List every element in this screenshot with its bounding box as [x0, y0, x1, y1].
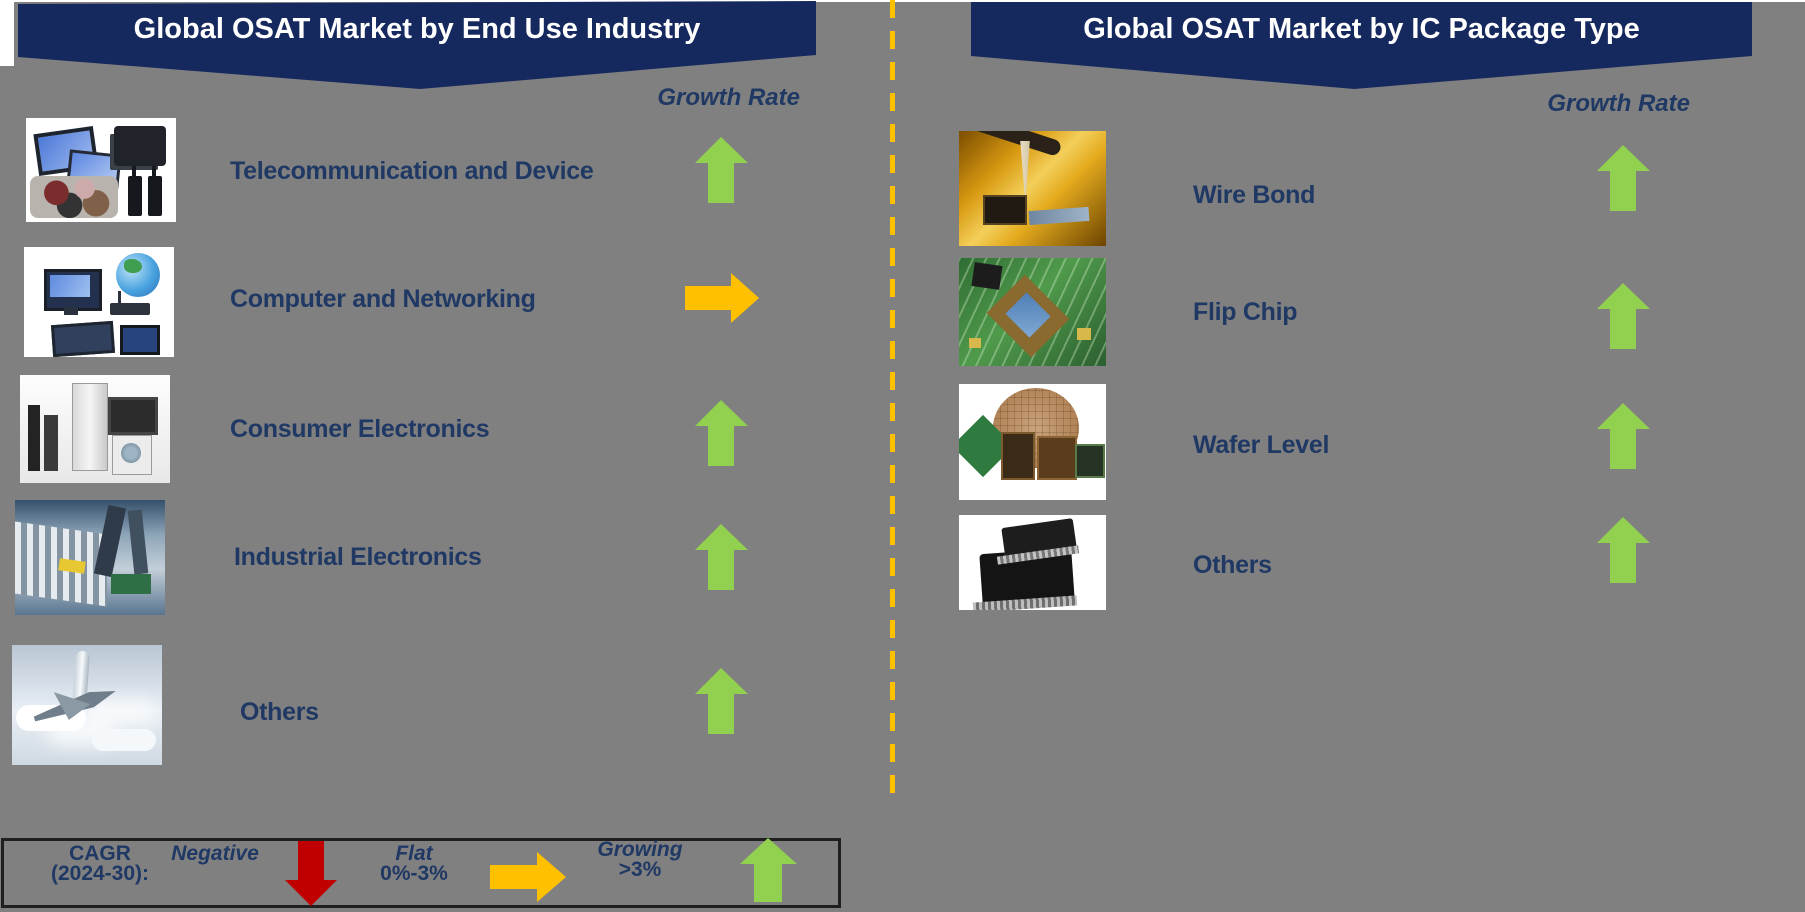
telecom-devices-photo	[26, 118, 176, 222]
aircraft-photo	[12, 645, 162, 765]
right-banner-ribbon	[971, 2, 1752, 89]
wafer-level-photo	[959, 384, 1106, 500]
negative-down-arrow	[285, 841, 337, 906]
legend-cagr-title: CAGR (2024-30):	[20, 842, 180, 885]
growth-up-arrow	[1597, 403, 1650, 469]
growth-up-arrow	[1597, 145, 1650, 211]
left-banner-ribbon	[18, 1, 816, 89]
row-label-consumer: Consumer Electronics	[230, 415, 490, 443]
legend-negative-label: Negative	[171, 842, 259, 865]
growing-up-arrow	[740, 838, 797, 902]
flip-chip-photo	[959, 258, 1106, 366]
row-label-industrial: Industrial Electronics	[234, 543, 482, 571]
cagr-legend-box	[1, 838, 841, 908]
row-label-others-right: Others	[1193, 551, 1272, 579]
legend-growing-item: Growing >3%	[565, 838, 715, 881]
row-label-wire-bond: Wire Bond	[1193, 181, 1316, 209]
growth-flat-arrow	[685, 273, 759, 323]
flat-right-arrow	[490, 852, 566, 902]
growth-up-arrow	[1597, 517, 1650, 583]
right-panel-title: Global OSAT Market by IC Package Type	[1083, 12, 1640, 45]
page-top-edge	[0, 0, 1805, 2]
wire-bond-photo	[959, 131, 1106, 246]
row-label-wafer-level: Wafer Level	[1193, 431, 1330, 459]
growth-up-arrow	[695, 137, 748, 203]
legend-cagr-line2: (2024-30):	[50, 862, 150, 885]
industrial-electronics-photo	[15, 500, 165, 615]
page-topleft-corner	[0, 0, 14, 66]
ic-package-photo	[959, 515, 1106, 610]
growth-up-arrow	[1597, 283, 1650, 349]
growth-up-arrow	[695, 524, 748, 590]
row-label-others-left: Others	[240, 698, 319, 726]
legend-growing-label: Growing	[597, 838, 683, 861]
legend-growing-range: >3%	[618, 858, 662, 881]
left-panel-title: Global OSAT Market by End Use Industry	[133, 12, 701, 45]
growth-up-arrow	[695, 668, 748, 734]
legend-cagr-line1: CAGR	[69, 842, 131, 865]
growth-up-arrow	[695, 400, 748, 466]
legend-flat-label: Flat	[395, 842, 433, 865]
row-label-telecommunication: Telecommunication and Device	[230, 157, 594, 185]
right-growth-rate-heading: Growth Rate	[1547, 90, 1690, 117]
consumer-electronics-photo	[20, 375, 170, 483]
computer-networking-photo	[24, 247, 174, 357]
row-label-flip-chip: Flip Chip	[1193, 298, 1298, 326]
legend-flat-range: 0%-3%	[380, 862, 448, 885]
left-growth-rate-heading: Growth Rate	[657, 84, 800, 111]
legend-flat-item: Flat 0%-3%	[358, 842, 470, 885]
row-label-computer: Computer and Networking	[230, 285, 536, 313]
dashed-divider-line	[890, 0, 895, 803]
